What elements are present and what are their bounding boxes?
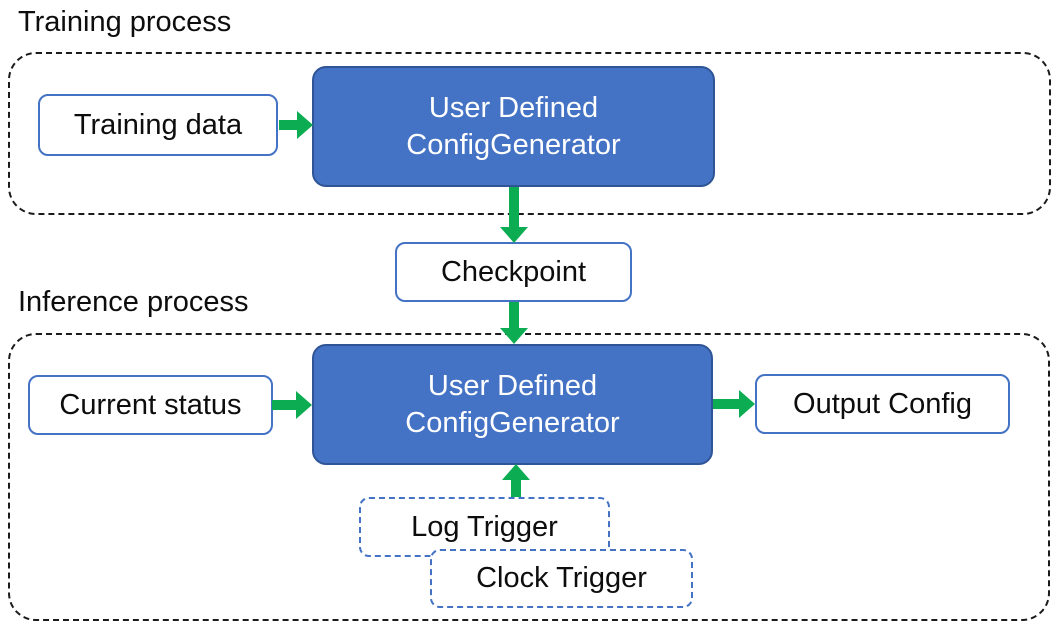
training-data-box: Training data xyxy=(38,94,278,156)
inference-process-label: Inference process xyxy=(18,286,249,318)
checkpoint-box: Checkpoint xyxy=(395,242,632,302)
inference-process-container xyxy=(8,333,1050,621)
current-status-box: Current status xyxy=(28,375,273,435)
training-generator-line2: ConfigGenerator xyxy=(406,128,621,161)
training-generator-line1: User Defined xyxy=(428,91,599,124)
log-trigger-box: Log Trigger xyxy=(359,497,610,557)
inference-generator-line1: User Defined xyxy=(427,369,598,402)
arrow-checkpoint-to-inference-generator xyxy=(500,302,528,344)
inference-config-generator-node: User Defined ConfigGenerator xyxy=(312,344,713,465)
log-trigger-label: Log Trigger xyxy=(411,510,558,543)
arrow-training-data-to-generator xyxy=(279,111,313,139)
training-data-label: Training data xyxy=(73,108,243,141)
arrow-generator-to-checkpoint xyxy=(500,187,528,243)
output-config-label: Output Config xyxy=(793,387,972,420)
current-status-label: Current status xyxy=(59,388,242,421)
arrow-generator-to-output-config xyxy=(713,390,755,418)
clock-trigger-box: Clock Trigger xyxy=(430,549,693,608)
arrow-current-status-to-generator xyxy=(272,391,312,419)
output-config-box: Output Config xyxy=(755,374,1010,434)
training-process-label: Training process xyxy=(18,6,232,38)
arrow-triggers-to-generator xyxy=(502,464,530,498)
training-process-container xyxy=(8,52,1051,215)
training-config-generator-node: User Defined ConfigGenerator xyxy=(312,66,715,187)
clock-trigger-label: Clock Trigger xyxy=(476,562,647,594)
inference-generator-line2: ConfigGenerator xyxy=(405,406,620,439)
checkpoint-label: Checkpoint xyxy=(440,255,587,288)
